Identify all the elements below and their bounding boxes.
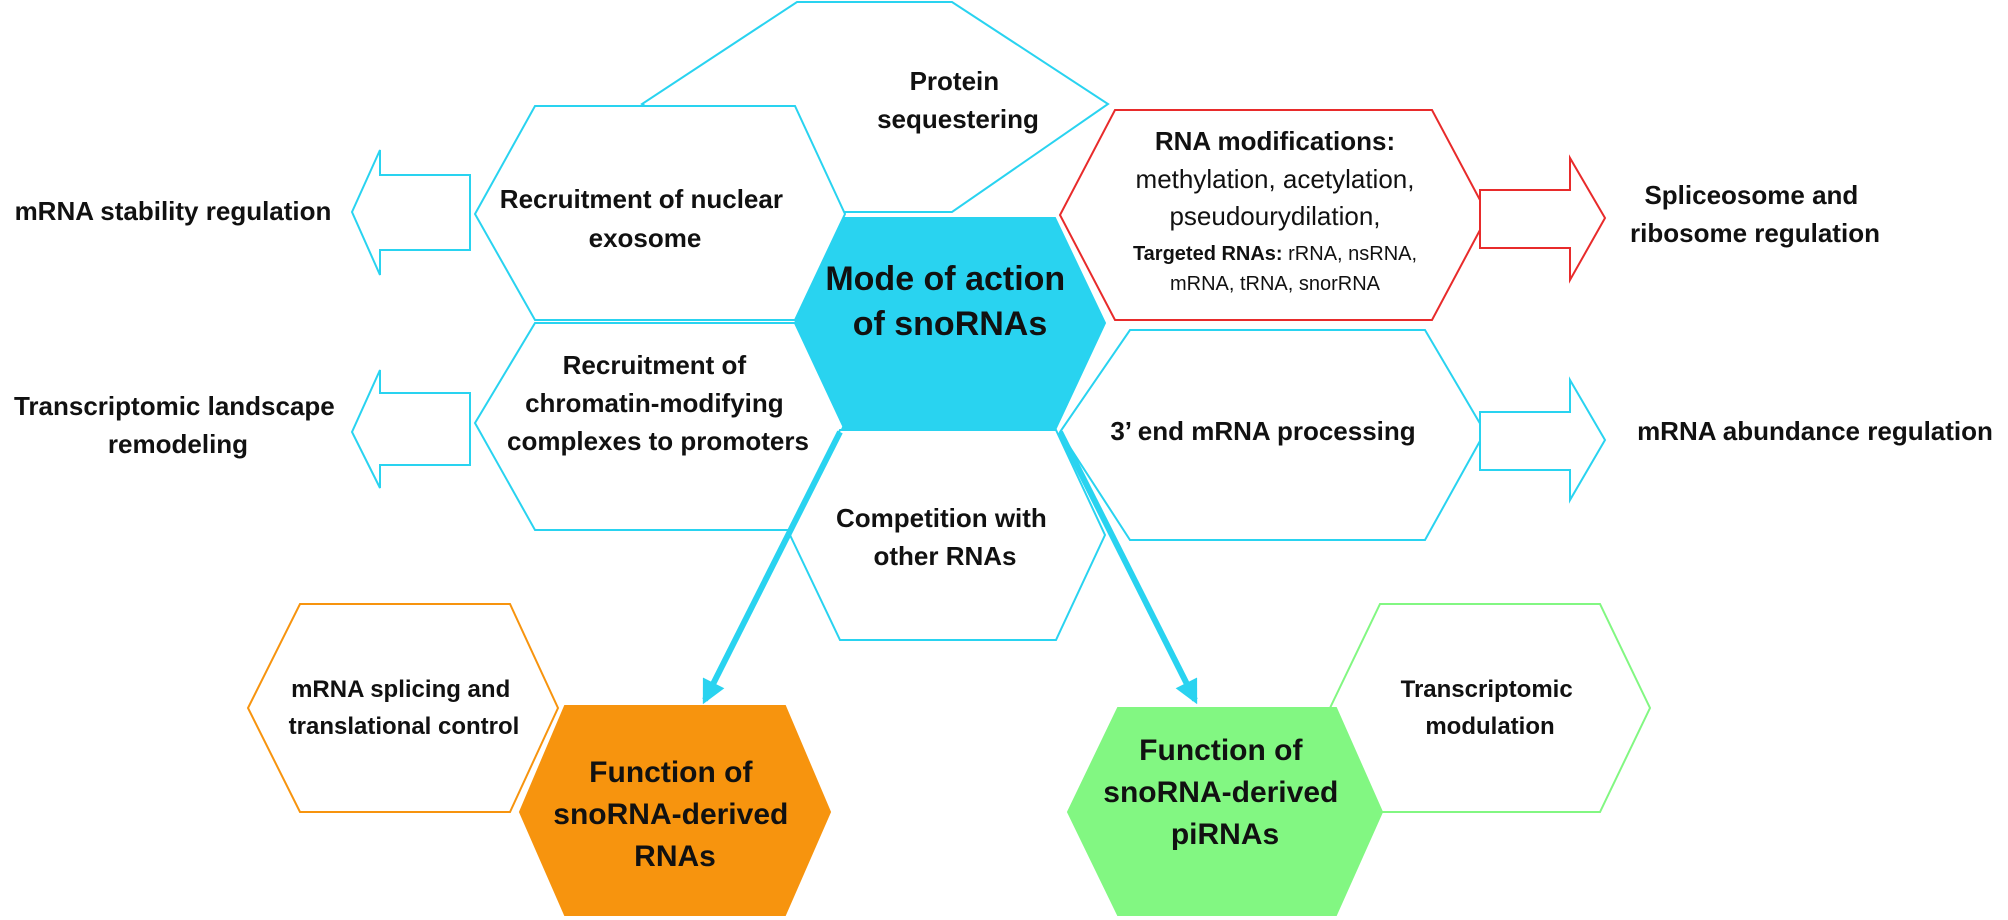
label-nuclear-exosome: Recruitment of nuclear exosome bbox=[500, 184, 790, 253]
label-center: Mode of action of snoRNAs bbox=[825, 260, 1074, 343]
arrow-left-stability bbox=[350, 149, 471, 276]
label-rna-mod-targeted: Targeted RNAs: rRNA, nsRNA, bbox=[1133, 243, 1417, 265]
label-competition: Competition with other RNAs bbox=[836, 503, 1054, 571]
arrow-right-spliceosome bbox=[1479, 154, 1607, 284]
arrow-to-derived-pirnas bbox=[1057, 430, 1198, 705]
label-splicing: mRNA splicing and translational control bbox=[289, 676, 520, 740]
label-transcriptomic-modulation: Transcriptomic modulation bbox=[1401, 676, 1580, 740]
label-targeted-rnas-values: rRNA, nsRNA, bbox=[1283, 243, 1417, 265]
arrow-left-landscape bbox=[350, 369, 471, 489]
hex-center bbox=[793, 217, 1107, 431]
arrow-to-derived-rnas bbox=[702, 430, 843, 705]
hex-nuclear-exosome bbox=[473, 105, 847, 321]
hex-derived-pirnas bbox=[1066, 707, 1384, 916]
hex-competition bbox=[788, 429, 1107, 641]
outcome-mrna-stability: mRNA stability regulation bbox=[15, 196, 332, 226]
hex-transcriptomic-modulation bbox=[1328, 603, 1652, 813]
hex-splicing bbox=[246, 603, 560, 813]
outcome-transcriptomic-landscape: Transcriptomic landscape remodeling bbox=[14, 391, 342, 459]
label-protein-sequestering: Protein sequestering bbox=[877, 66, 1039, 134]
outcome-mrna-abundance: mRNA abundance regulation bbox=[1637, 416, 1993, 446]
label-derived-rnas: Function of snoRNA-derived RNAs bbox=[553, 756, 796, 873]
label-rna-mod-line2: methylation, acetylation, bbox=[1136, 164, 1415, 194]
hex-derived-rnas bbox=[518, 705, 832, 916]
label-rna-mod-line3: pseudourydilation, bbox=[1169, 201, 1380, 231]
label-rna-mod-line5: mRNA, tRNA, snorRNA bbox=[1170, 273, 1381, 295]
label-derived-pirnas: Function of snoRNA-derived piRNAs bbox=[1103, 734, 1346, 851]
label-chromatin: Recruitment of chromatin-modifying compl… bbox=[507, 350, 809, 456]
label-rna-mod-title: RNA modifications: bbox=[1155, 126, 1395, 156]
hex-rna-modifications bbox=[1058, 109, 1490, 321]
outcome-spliceosome: Spliceosome and ribosome regulation bbox=[1630, 180, 1880, 248]
label-end-processing: 3’ end mRNA processing bbox=[1110, 416, 1415, 446]
arrow-right-abundance bbox=[1479, 376, 1607, 504]
label-targeted-rnas: Targeted RNAs: bbox=[1133, 243, 1283, 265]
